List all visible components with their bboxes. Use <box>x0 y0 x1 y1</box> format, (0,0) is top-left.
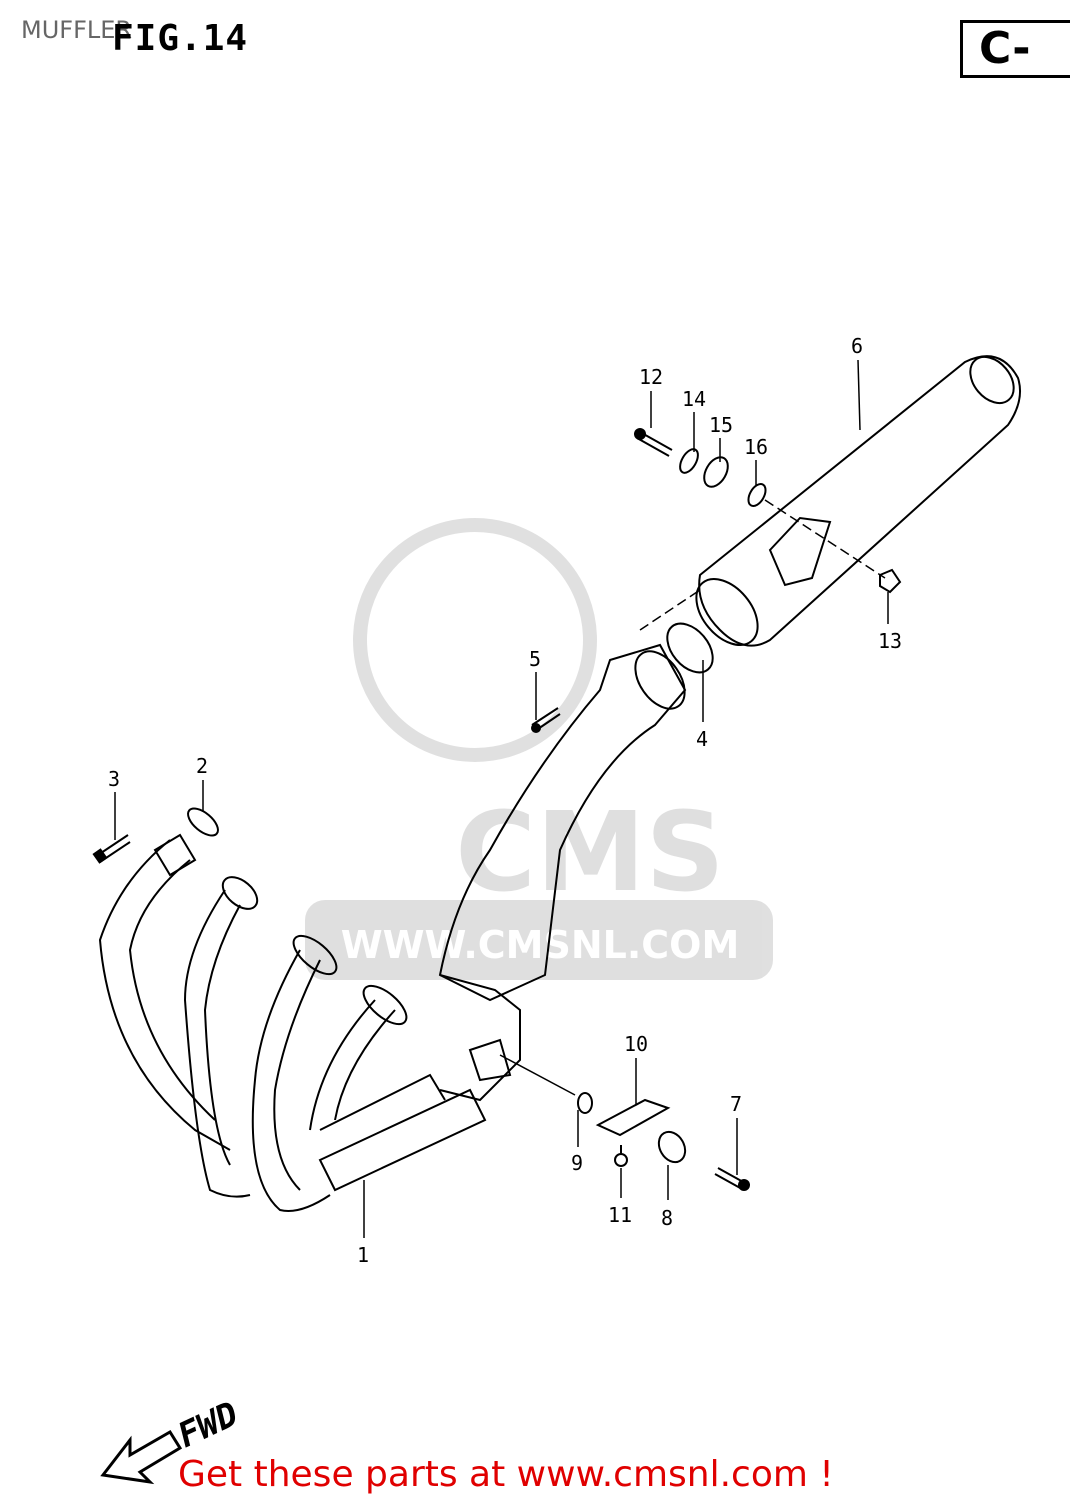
callout-13: 13 <box>878 629 902 653</box>
part-cushion-15[interactable] <box>699 453 732 491</box>
part-gasket[interactable] <box>658 615 722 681</box>
callout-6: 6 <box>851 334 863 358</box>
watermark-url-text: WWW.CMSNL.COM <box>341 923 740 967</box>
footer-link[interactable]: Get these parts at www.cmsnl.com ! <box>178 1454 834 1495</box>
part-nut-13[interactable] <box>879 568 902 594</box>
part-gasket-2[interactable] <box>153 804 223 877</box>
callout-4: 4 <box>696 727 708 751</box>
callout-1: 1 <box>357 1243 369 1267</box>
callout-8: 8 <box>661 1206 673 1230</box>
forward-label: FWD <box>172 1394 245 1456</box>
callout-11: 11 <box>608 1203 632 1227</box>
part-bracket-10[interactable] <box>595 1098 671 1137</box>
callout-10: 10 <box>624 1032 648 1056</box>
part-bolt-11[interactable] <box>614 1145 628 1167</box>
watermark-logo-text: CMS <box>455 788 724 916</box>
figure-number: FIG.14 <box>112 18 249 59</box>
callout-labels: 1 2 3 4 5 6 7 8 9 10 11 12 13 14 15 16 <box>108 334 902 1267</box>
callout-3: 3 <box>108 767 120 791</box>
callout-14: 14 <box>682 387 706 411</box>
watermark-mascot-icon <box>353 518 597 762</box>
callout-16: 16 <box>744 435 768 459</box>
callout-2: 2 <box>196 754 208 778</box>
callout-7: 7 <box>730 1092 742 1116</box>
section-code: C- <box>979 23 1031 74</box>
callout-15: 15 <box>709 413 733 437</box>
callout-12: 12 <box>639 365 663 389</box>
part-bolt-12[interactable] <box>634 428 673 457</box>
part-bolt-7[interactable] <box>714 1167 750 1191</box>
watermark-banner <box>305 900 773 980</box>
forward-arrow-icon <box>100 1429 183 1485</box>
leader-lines <box>114 359 889 1238</box>
part-bolt-3[interactable] <box>92 834 131 864</box>
forward-direction-indicator: FWD <box>100 1394 245 1485</box>
section-code-box: C- <box>960 20 1070 78</box>
part-muffler[interactable] <box>684 349 1022 657</box>
page-title: MUFFLER <box>21 16 133 44</box>
part-bolt-5[interactable] <box>531 707 561 733</box>
part-exhaust-header[interactable] <box>98 839 512 1212</box>
part-washer-14[interactable] <box>676 446 701 476</box>
part-collar-16[interactable] <box>745 481 769 509</box>
part-collar-9[interactable] <box>577 1092 593 1114</box>
part-cushion-8[interactable] <box>654 1127 691 1167</box>
watermark: CMS WWW.CMSNL.COM <box>305 518 773 980</box>
callout-5: 5 <box>529 647 541 671</box>
callout-9: 9 <box>571 1151 583 1175</box>
